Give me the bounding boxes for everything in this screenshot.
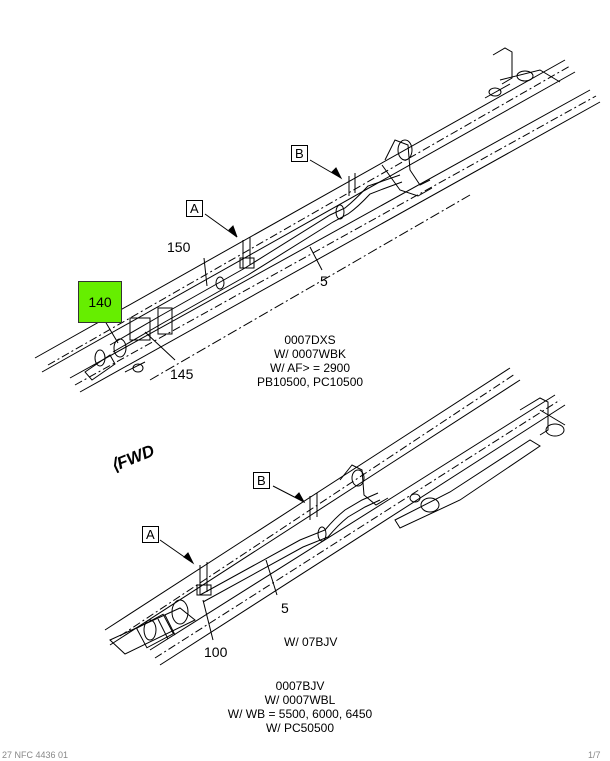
callout-5-upper[interactable]: 5 (320, 273, 328, 289)
view-label-a-lower: A (142, 526, 159, 543)
note-line: PB10500, PC10500 (256, 375, 364, 389)
view-label-a-upper: A (186, 200, 203, 217)
note-line: W/ AF> = 2900 (269, 361, 351, 375)
note-line: W/ 0007WBL (264, 693, 336, 707)
lower-bracket-b (309, 464, 389, 520)
upper-bracket-a (239, 237, 255, 269)
lower-bracket-a (196, 562, 212, 596)
callout-100[interactable]: 100 (204, 644, 228, 660)
lower-crossmember (394, 397, 566, 529)
upper-bracket-b (348, 139, 433, 197)
note-line: W/ 0007WBK (273, 347, 347, 361)
callout-150[interactable]: 150 (167, 239, 191, 255)
callout-145[interactable]: 145 (170, 366, 194, 382)
view-label-b-lower: B (253, 472, 270, 489)
upper-left-fittings (84, 307, 173, 381)
note-line: 0007DXS (284, 333, 336, 347)
note-line: W/ WB = 5500, 6000, 6450 (227, 707, 373, 721)
callout-5-lower[interactable]: 5 (281, 600, 289, 616)
callout-140-hotspot[interactable]: 140 (78, 281, 122, 323)
drawing-number: 27 NFC 4436 01 (2, 750, 69, 760)
lower-driveshaft (109, 599, 196, 655)
lower-tube (199, 492, 381, 603)
upper-tube (109, 174, 403, 353)
lower-application-note: 0007BJV W/ 0007WBL W/ WB = 5500, 6000, 6… (190, 679, 410, 735)
note-line: 0007BJV (275, 679, 325, 693)
lower-side-note: W/ 07BJV (284, 635, 338, 649)
upper-frame-rails (34, 59, 601, 393)
upper-application-note: 0007DXS W/ 0007WBK W/ AF> = 2900 PB10500… (200, 333, 420, 389)
note-line: W/ PC50500 (265, 721, 335, 735)
upper-crossmember (484, 47, 561, 99)
view-label-b-upper: B (291, 145, 308, 162)
sheet-number: 1/7 (588, 750, 601, 760)
leader-lines (101, 159, 343, 641)
